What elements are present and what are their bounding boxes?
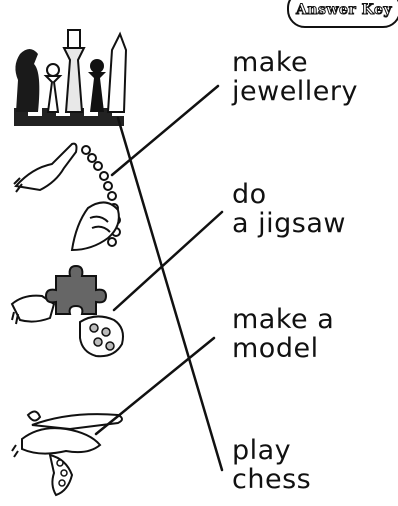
activity-make-a-model: make a model [232, 305, 334, 363]
answer-line-jigsaw [114, 212, 222, 310]
answer-line-necklace [112, 86, 218, 175]
activity-do-a-jigsaw: do a jigsaw [232, 180, 346, 238]
activity-play-chess: play chess [232, 436, 311, 494]
answer-line-chess [118, 118, 222, 470]
activity-make-jewellery: make jewellery [232, 48, 358, 106]
